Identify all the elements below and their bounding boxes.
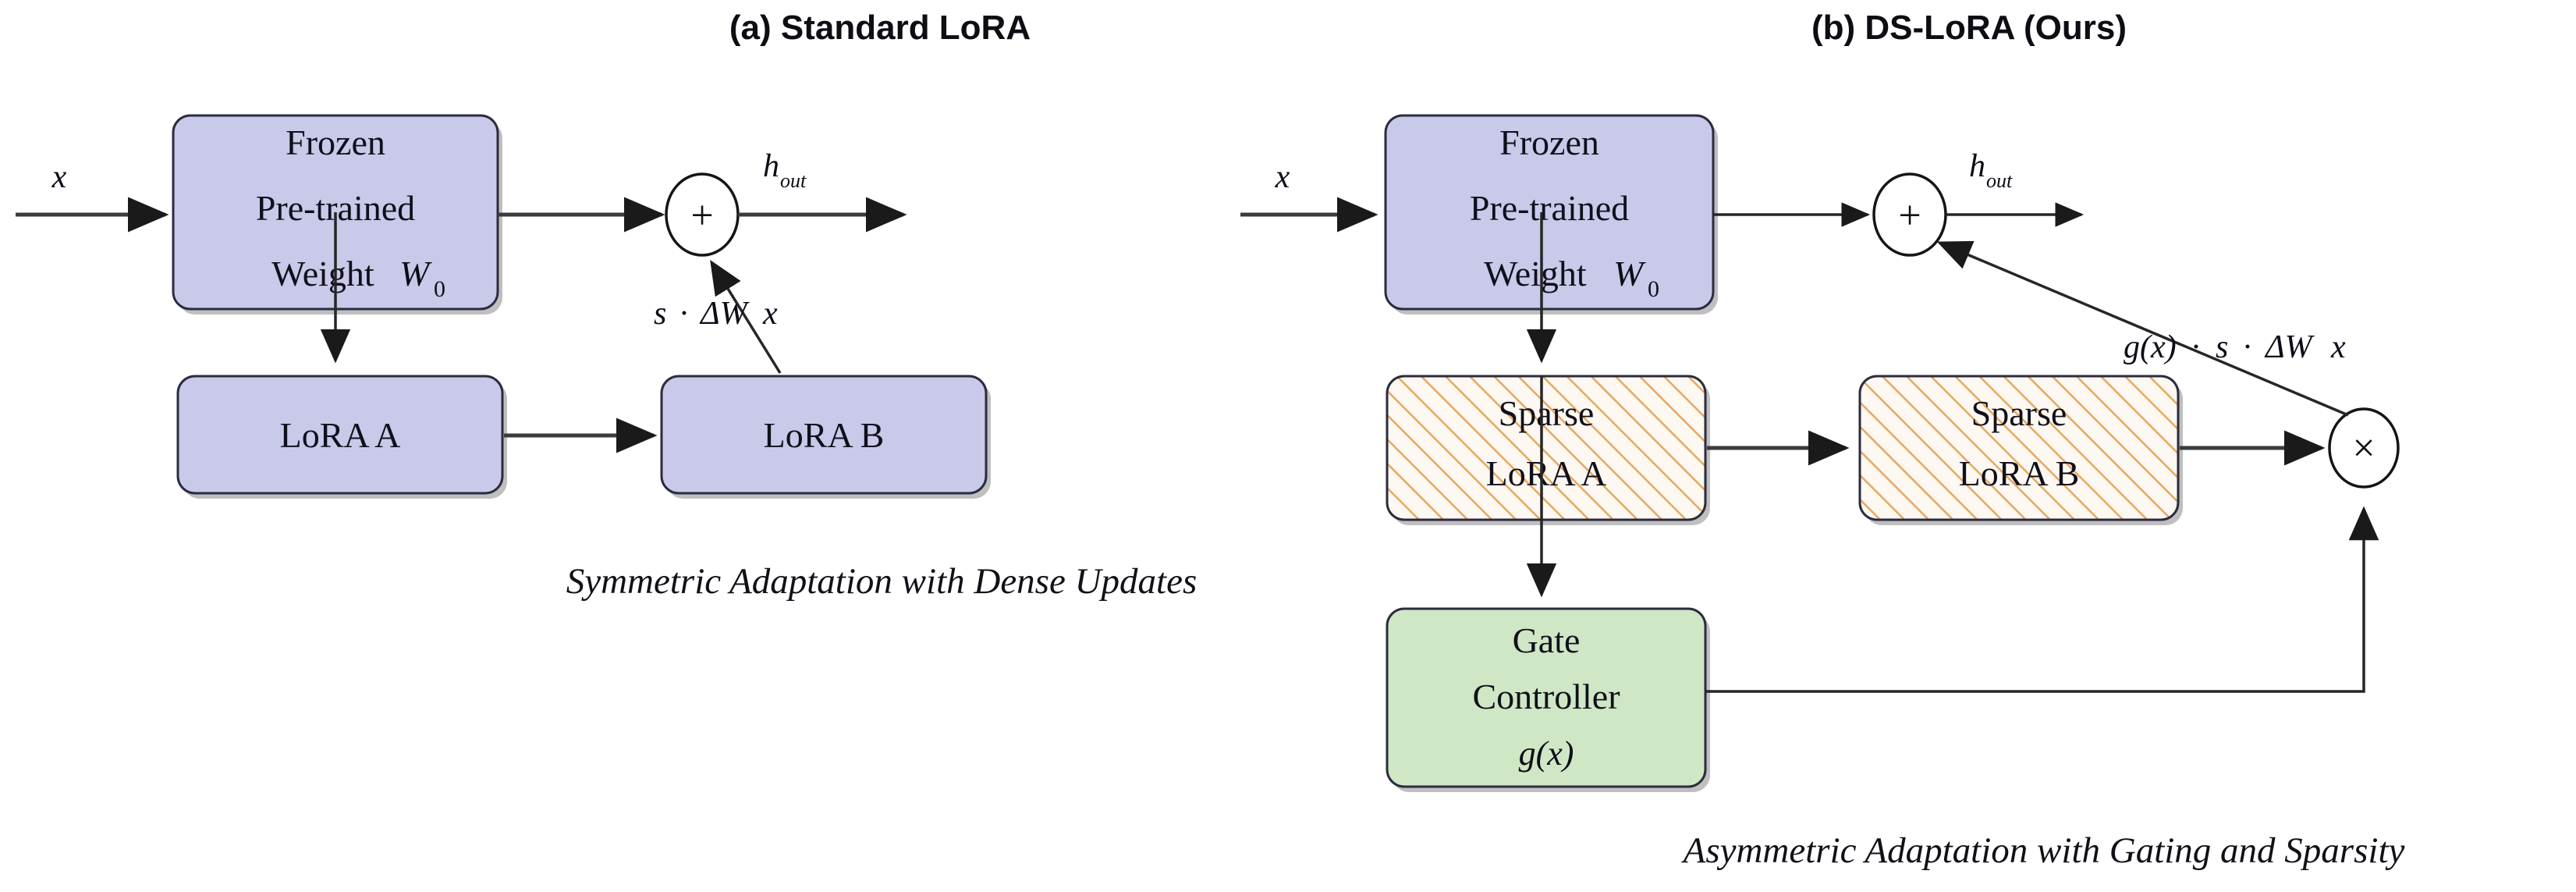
panel-b-x-symbol: x [2330,329,2346,365]
panel-a-lora-a-label: LoRA A [280,415,401,455]
panel-b-gate-line-1: Gate [1513,620,1581,660]
panel-b-h-symbol: h [1969,148,1985,184]
panel-b-gate-line-2: Controller [1472,677,1620,716]
panel-a-caption: Symmetric Adaptation with Dense Updates [566,561,1197,602]
panel-a-frozen-weight-word: Weight [271,254,374,293]
panel-b-plus-icon: + [1898,194,1921,238]
panel-a-frozen-w-subscript: 0 [434,276,445,302]
panel-b-delta-label: g(x) · s · ΔW x [2124,329,2346,365]
panel-b-gate-symbol: g(x) [2124,329,2177,365]
panel-b-frozen-w-subscript: 0 [1648,276,1659,302]
panel-b-scale-symbol: s [2216,329,2228,365]
panel-a-output-label: h out [763,148,807,192]
panel-b-sparse-b-line-1: Sparse [1971,393,2067,433]
panel-a-x-symbol: x [762,296,778,332]
panel-b-input-label: x [1275,159,1290,195]
panel-a-frozen-line-3: Weight W 0 [271,254,445,302]
panel-b-caption: Asymmetric Adaptation with Gating and Sp… [1681,830,2405,871]
panel-b-output-label: h out [1969,148,2013,192]
panel-a-lora-b-box[interactable] [660,375,988,495]
panel-b-dot-symbol-1: · [2191,329,2202,365]
panel-a-delta-label: s · ΔW x [654,296,778,332]
panel-a-lora-b-label: LoRA B [764,415,885,455]
panel-a-scale-symbol: s [654,296,666,332]
panel-b-multiply-circle[interactable] [2328,407,2400,489]
panel-b-sparse-b-line-2: LoRA B [1959,453,2080,493]
panel-a-h-subscript: out [780,169,807,192]
panel-b-frozen-line-1: Frozen [1499,123,1599,162]
panel-b-sparse-a-line-2: LoRA A [1486,453,1607,493]
panel-b-gate-to-mul-path [1705,506,2379,693]
panel-a-h-symbol: h [763,148,779,184]
panel-b-sparse-a-box[interactable] [1386,375,1707,521]
panel-ds-lora: (b) DS-LoRA (Ours) x Frozen Pre-trained … [1240,9,2405,871]
panel-a-input-label: x [51,159,67,195]
panel-b-gate-box[interactable] [1386,607,1707,788]
panel-a-deltaw-symbol: ΔW [699,296,750,332]
panel-b-gate-line-3: g(x) [1519,734,1574,773]
panel-b-frozen-box[interactable] [1384,114,1715,311]
panel-b-frozen-line-3: Weight W 0 [1484,254,1659,302]
panel-b-mul-to-sum-arrow [1936,240,2349,417]
panel-a-title: (a) Standard LoRA [729,9,1031,47]
panel-a-lora-b-to-sum-arrow [710,260,782,374]
panel-b-dot-symbol-2: · [2242,329,2253,365]
panel-b-title: (b) DS-LoRA (Ours) [1811,9,2127,47]
panel-a-frozen-w-symbol: W [399,254,432,293]
panel-b-frozen-weight-word: Weight [1484,254,1587,293]
panel-a-lora-a-box[interactable] [176,375,504,495]
panel-b-frozen-line-2: Pre-trained [1470,188,1629,228]
panel-b-h-subscript: out [1986,169,2013,192]
panel-a-plus-icon: + [690,194,713,238]
panel-b-deltaw-symbol: ΔW [2264,329,2315,365]
panel-b-frozen-w-symbol: W [1613,254,1646,293]
panel-a-dot-symbol: · [679,296,690,332]
panel-standard-lora: (a) Standard LoRA x Frozen Pre-trained W… [16,9,1197,602]
panel-a-frozen-line-1: Frozen [286,123,385,162]
panel-b-sparse-a-line-1: Sparse [1499,393,1595,433]
panel-b-sparse-b-box[interactable] [1858,375,2180,521]
panel-b-times-icon: × [2352,426,2375,471]
